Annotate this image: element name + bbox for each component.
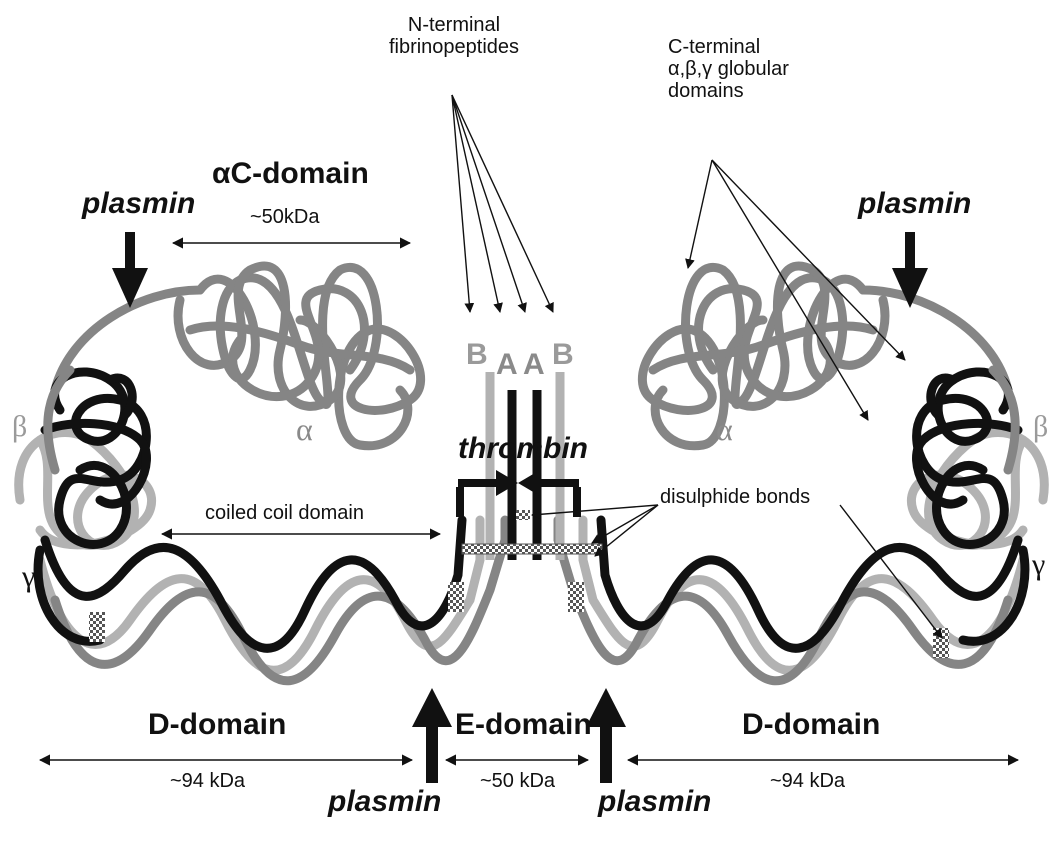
thrombin-label: thrombin: [458, 432, 588, 465]
e-domain-mass: ~50 kDa: [480, 770, 555, 792]
fibrinopeptide-b-left: B: [466, 338, 488, 371]
alpha-c-mass: ~50kDa: [250, 206, 320, 228]
right-alpha-c-tangle: [642, 266, 1008, 446]
plasmin-label-bottom-left: plasmin: [328, 785, 441, 818]
disulphide-bonds-label: disulphide bonds: [660, 486, 810, 508]
gamma-label-right: γ: [1032, 548, 1045, 581]
n-terminal-line-1: N-terminal: [378, 14, 530, 36]
gamma-label-left: γ: [22, 560, 35, 593]
c-terminal-label: C-terminal α,β,γ globular domains: [668, 36, 789, 102]
beta-label-left: β: [12, 410, 27, 443]
alpha-label-left: α: [296, 412, 313, 447]
d-domain-right-label: D-domain: [742, 708, 880, 741]
d-domain-left-mass: ~94 kDa: [170, 770, 245, 792]
alpha-c-domain-title: αC-domain: [212, 157, 369, 190]
e-domain-label: E-domain: [455, 708, 592, 741]
coiled-coil-chains: [38, 370, 1025, 681]
disulphide-ring-center: [516, 510, 530, 520]
plasmin-label-top-right: plasmin: [858, 187, 971, 220]
right-globular-knots: [911, 372, 1044, 545]
c-terminal-line-2: α,β,γ globular: [668, 58, 789, 80]
n-terminal-label: N-terminal fibrinopeptides: [378, 14, 530, 58]
left-globular-knots: [19, 372, 152, 545]
n-terminal-line-2: fibrinopeptides: [378, 36, 530, 58]
plasmin-label-top-left: plasmin: [82, 187, 195, 220]
left-alpha-c-tangle: [55, 266, 421, 446]
alpha-label-right: α: [716, 412, 733, 447]
fibrinopeptide-b-right: B: [552, 338, 574, 371]
plasmin-label-bottom-right: plasmin: [598, 785, 711, 818]
d-domain-left-label: D-domain: [148, 708, 286, 741]
c-terminal-line-1: C-terminal: [668, 36, 789, 58]
fibrinopeptide-a-right: A: [523, 348, 545, 381]
d-domain-right-mass: ~94 kDa: [770, 770, 845, 792]
disulphide-ring: [462, 544, 602, 554]
c-terminal-line-3: domains: [668, 80, 789, 102]
fibrinopeptide-a-left: A: [496, 348, 518, 381]
coiled-coil-label: coiled coil domain: [205, 502, 364, 524]
beta-label-right: β: [1033, 410, 1048, 443]
range-arrows: [40, 243, 1018, 760]
